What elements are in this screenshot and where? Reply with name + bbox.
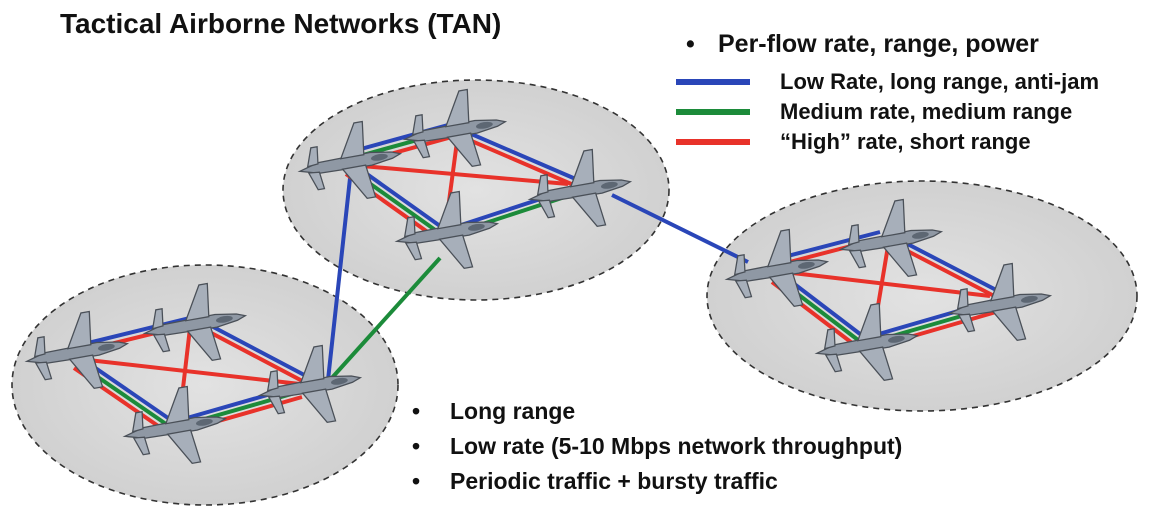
notes-list: • Long range • Low rate (5-10 Mbps netwo… xyxy=(404,394,902,499)
legend-item-high-rate: “High” rate, short range xyxy=(676,127,1146,157)
note-item: • Low rate (5-10 Mbps network throughput… xyxy=(404,429,902,464)
legend-heading-text: Per-flow rate, range, power xyxy=(718,30,1039,58)
legend-swatch-green xyxy=(676,109,750,115)
legend-item-low-rate: Low Rate, long range, anti-jam xyxy=(676,67,1146,97)
link-blue-top-right xyxy=(611,193,749,264)
legend-swatch-blue xyxy=(676,79,750,85)
legend-swatch-red xyxy=(676,139,750,145)
legend-label: Medium rate, medium range xyxy=(780,99,1073,124)
note-text: Long range xyxy=(450,398,576,424)
bullet: • xyxy=(686,30,695,58)
cluster-right xyxy=(706,180,1138,412)
legend-heading: • Per-flow rate, range, power xyxy=(676,30,1146,59)
link-blue-top-left xyxy=(326,159,354,381)
note-item: • Long range xyxy=(404,394,902,429)
legend-label: “High” rate, short range xyxy=(780,129,1031,154)
links-right-cluster xyxy=(770,230,1001,350)
link-green-top-left xyxy=(328,256,442,382)
cluster-top xyxy=(282,79,670,301)
bullet: • xyxy=(412,433,421,459)
legend: • Per-flow rate, range, power Low Rate, … xyxy=(676,30,1146,157)
note-text: Periodic traffic + bursty traffic xyxy=(450,468,778,494)
page-title: Tactical Airborne Networks (TAN) xyxy=(60,8,502,39)
bullet: • xyxy=(412,468,421,494)
note-text: Low rate (5-10 Mbps network throughput) xyxy=(450,433,903,459)
note-item: • Periodic traffic + bursty traffic xyxy=(404,464,902,499)
legend-item-medium-rate: Medium rate, medium range xyxy=(676,97,1146,127)
cluster-left xyxy=(11,264,399,506)
legend-label: Low Rate, long range, anti-jam xyxy=(780,69,1100,94)
bullet: • xyxy=(412,398,421,424)
